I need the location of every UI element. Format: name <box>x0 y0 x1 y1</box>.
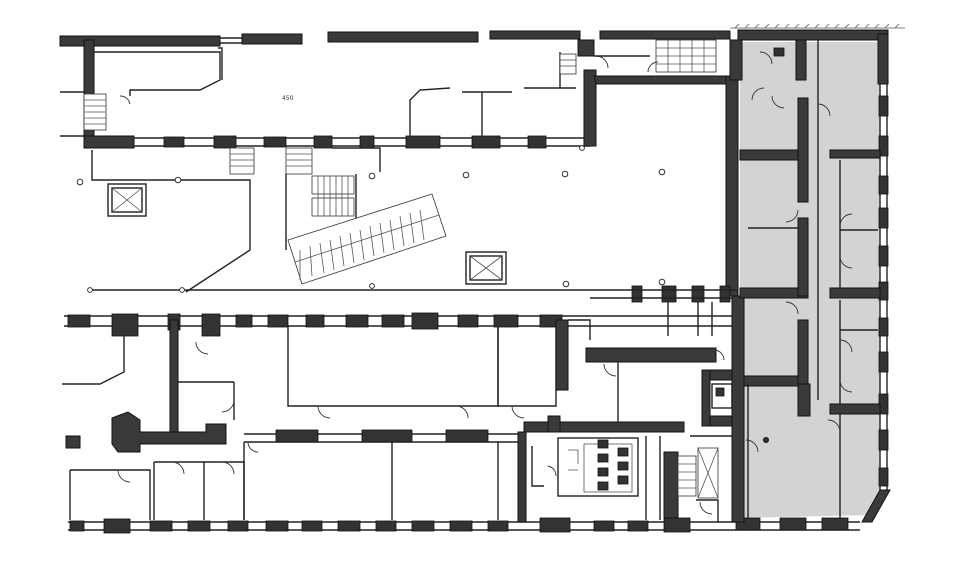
middle-gallery-wall <box>64 285 738 337</box>
right-wing-walls <box>729 39 881 523</box>
lift-shaft-middle <box>465 251 507 285</box>
toilet-room <box>547 437 639 497</box>
upper-middle-partitions <box>409 52 577 136</box>
central-core-wall <box>577 39 739 297</box>
escalator <box>287 193 447 285</box>
lower-right-stair <box>677 435 738 522</box>
service-block <box>517 302 717 523</box>
lift-shaft-left <box>107 183 147 217</box>
right-core-small-rooms <box>701 349 741 427</box>
exterior-hatching <box>730 23 905 29</box>
central-stairs <box>229 147 381 250</box>
stair-top-center <box>655 39 717 73</box>
stair-upper-left <box>83 93 107 131</box>
highlighted-zone <box>740 42 880 518</box>
hall-outline-left <box>91 150 251 293</box>
hall-columns <box>76 145 666 293</box>
lower-middle-rooms <box>243 326 557 520</box>
room-label: 450 <box>282 95 294 102</box>
lower-left-rooms <box>62 319 245 520</box>
upper-left-block <box>60 39 223 149</box>
upper-gallery-wall <box>134 135 590 149</box>
